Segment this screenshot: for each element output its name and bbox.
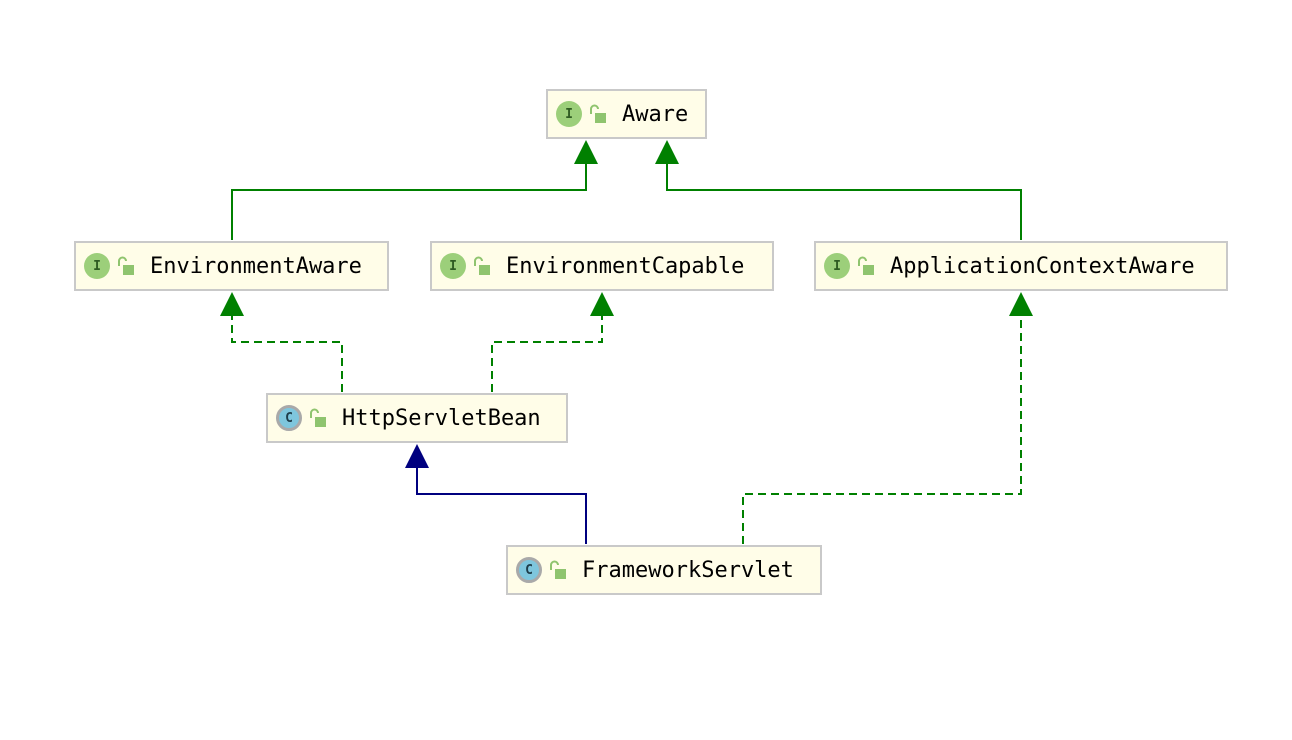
edge-frameworkservlet-to-applicationcontextaware [742, 316, 1022, 544]
interface-icon: I [556, 101, 582, 127]
class-icon: C [276, 405, 302, 431]
arrowhead-applicationcontextaware [1009, 292, 1033, 316]
node-label: HttpServletBean [342, 405, 541, 431]
arrowhead-environmentaware [220, 292, 244, 316]
node-aware[interactable]: I Aware [546, 89, 707, 139]
node-environmentaware[interactable]: I EnvironmentAware [74, 241, 389, 291]
node-label: FrameworkServlet [582, 557, 794, 583]
node-frameworkservlet[interactable]: C FrameworkServlet [506, 545, 822, 595]
node-applicationcontextaware[interactable]: I ApplicationContextAware [814, 241, 1228, 291]
unlocked-padlock-icon [310, 408, 326, 427]
node-label: EnvironmentCapable [506, 253, 745, 279]
class-icon: C [516, 557, 542, 583]
unlocked-padlock-icon [550, 560, 566, 579]
arrowhead-aware-left [574, 140, 598, 164]
node-httpservletbean[interactable]: C HttpServletBean [266, 393, 568, 443]
unlocked-padlock-icon [118, 256, 134, 275]
arrowhead-aware-right [655, 140, 679, 164]
node-label: EnvironmentAware [150, 253, 362, 279]
arrowhead-environmentcapable [590, 292, 614, 316]
interface-icon: I [440, 253, 466, 279]
edge-applicationcontextaware-to-aware [666, 164, 1022, 240]
node-environmentcapable[interactable]: I EnvironmentCapable [430, 241, 774, 291]
node-label: ApplicationContextAware [890, 253, 1195, 279]
unlocked-padlock-icon [590, 104, 606, 123]
edge-httpservletbean-to-environmentcapable [491, 316, 603, 392]
unlocked-padlock-icon [474, 256, 490, 275]
interface-icon: I [824, 253, 850, 279]
edge-frameworkservlet-to-httpservletbean [416, 468, 587, 544]
node-label: Aware [622, 101, 689, 127]
edge-httpservletbean-to-environmentaware [231, 316, 343, 392]
interface-icon: I [84, 253, 110, 279]
unlocked-padlock-icon [858, 256, 874, 275]
arrowhead-httpservletbean [405, 444, 429, 468]
edge-environmentaware-to-aware [231, 164, 587, 240]
